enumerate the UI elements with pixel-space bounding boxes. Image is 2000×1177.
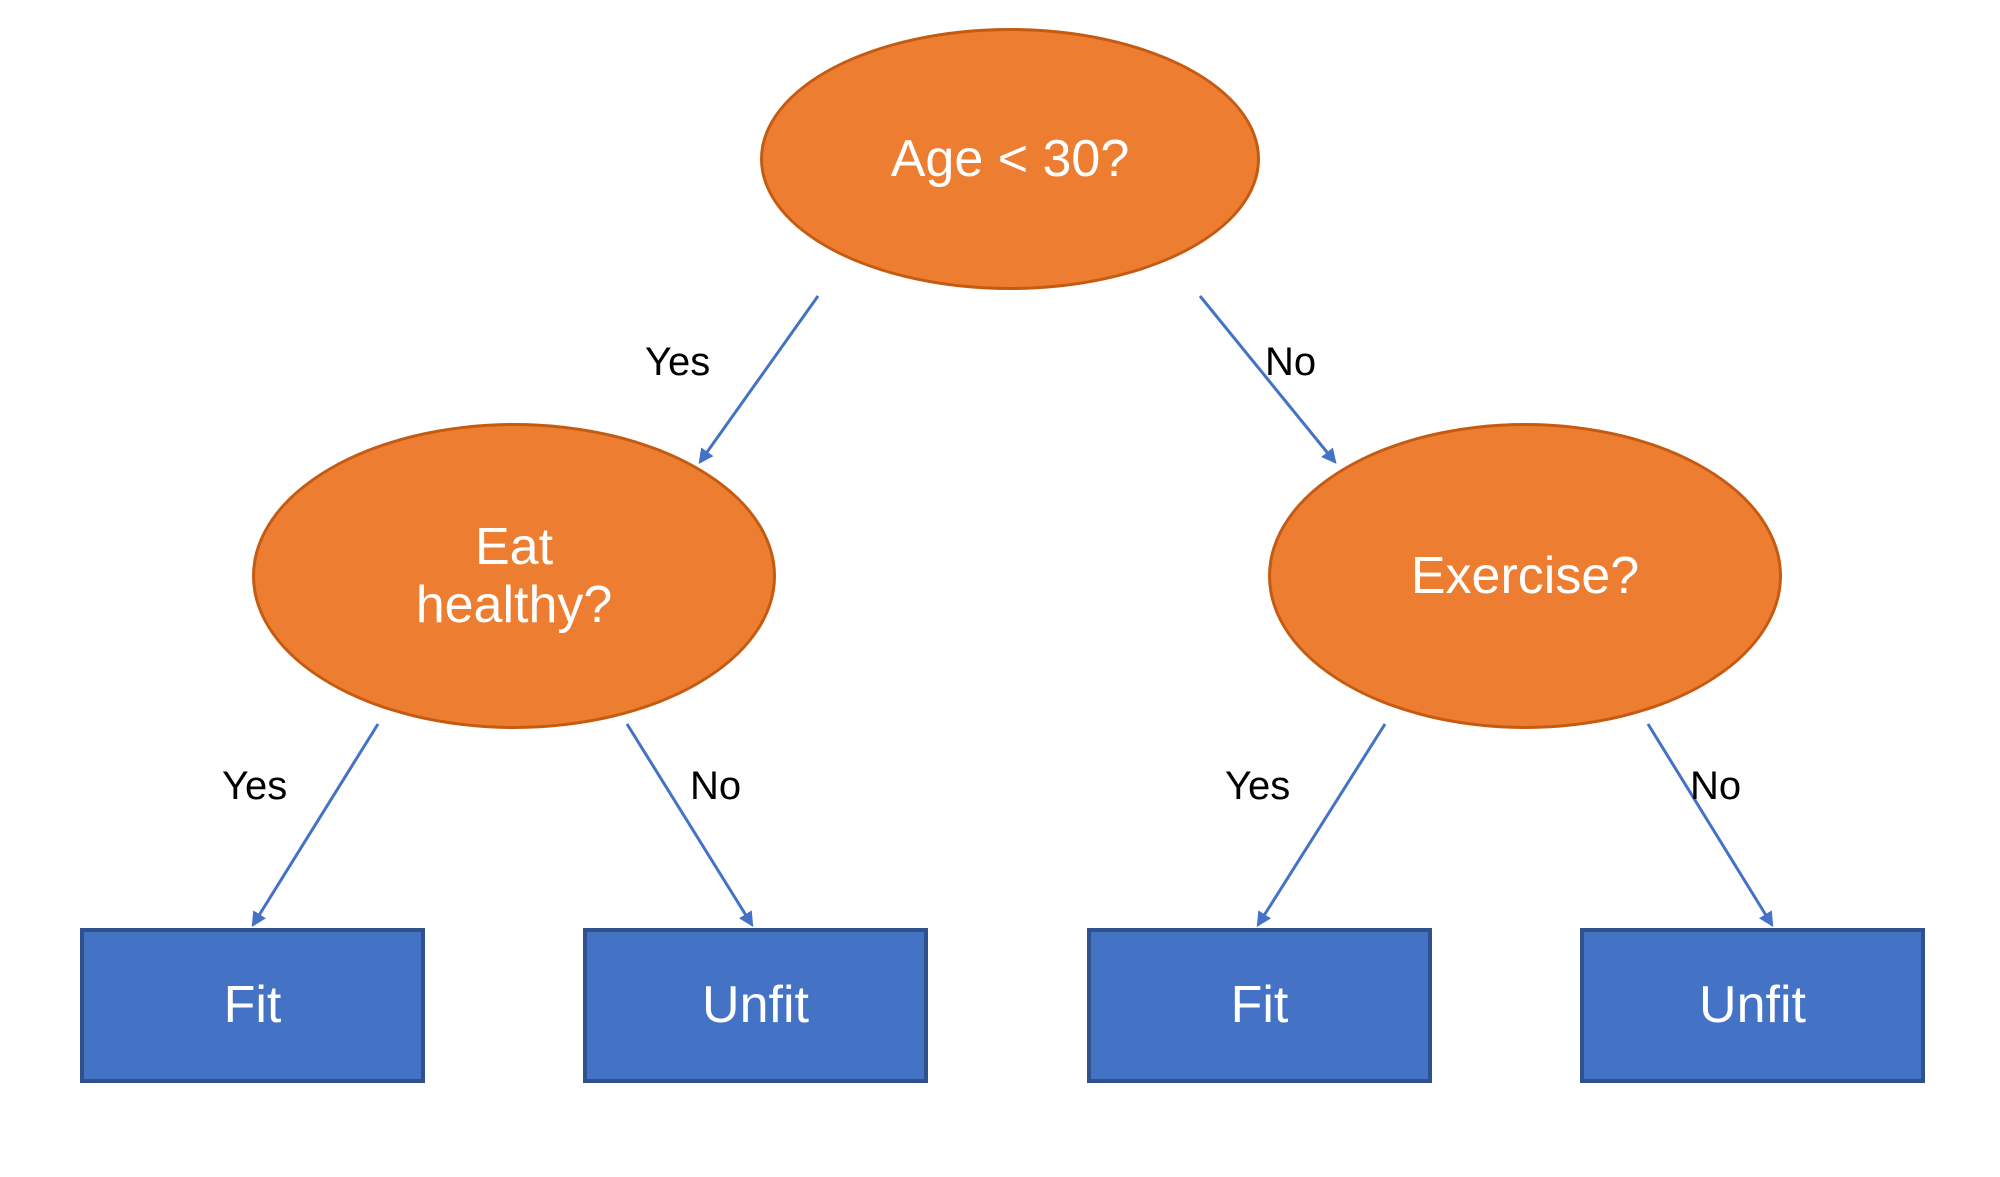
connector-exercise-yes (1256, 723, 1387, 928)
node-label-leaf-unfit-2: Unfit (1584, 976, 1921, 1034)
node-label-line: Fit (223, 976, 282, 1035)
edge-label-root-no: No (1265, 340, 1317, 384)
node-label-line: Age < 30? (890, 129, 1130, 188)
connector-eat-yes (251, 723, 380, 928)
node-exercise[interactable]: Exercise? (1268, 423, 1782, 729)
connector-root-yes (698, 295, 820, 464)
edge-label-root-yes: Yes (645, 340, 711, 384)
node-label-root: Age < 30? (763, 130, 1257, 188)
node-label-line: Unfit (1699, 976, 1806, 1035)
node-label-leaf-unfit-1: Unfit (587, 976, 924, 1034)
edge-label-exercise-yes: Yes (1225, 764, 1291, 808)
edge-label-exercise-no: No (1690, 764, 1742, 808)
node-label-leaf-fit-2: Fit (1091, 976, 1428, 1034)
node-label-line: Unfit (702, 976, 809, 1035)
node-label-exercise: Exercise? (1271, 547, 1779, 605)
node-leaf-fit-2[interactable]: Fit (1087, 928, 1432, 1083)
node-leaf-unfit-2[interactable]: Unfit (1580, 928, 1925, 1083)
edge-label-eat-yes: Yes (222, 764, 288, 808)
node-label-line: Fit (1230, 976, 1289, 1035)
node-label-line: Exercise? (1410, 546, 1640, 605)
node-leaf-unfit-1[interactable]: Unfit (583, 928, 928, 1083)
connector-exercise-no (1646, 723, 1774, 928)
node-label-line: Eat (474, 517, 554, 576)
node-leaf-fit-1[interactable]: Fit (80, 928, 425, 1083)
edge-label-eat-no: No (690, 764, 742, 808)
connector-eat-no (625, 723, 754, 928)
node-label-leaf-fit-1: Fit (84, 976, 421, 1034)
node-root[interactable]: Age < 30? (760, 28, 1260, 290)
node-label-line: healthy? (415, 576, 613, 634)
